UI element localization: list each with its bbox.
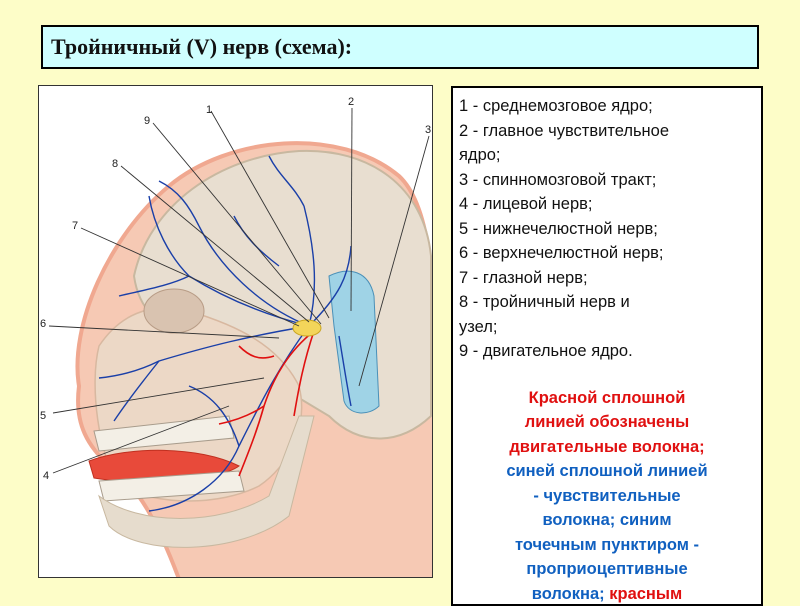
figure-label-3: 3: [425, 124, 431, 136]
legend-item: 2 - главное чувствительное: [459, 119, 755, 144]
legend-item: 4 - лицевой нерв;: [459, 192, 755, 217]
note-line: синей сплошной линией: [459, 459, 755, 484]
note-line: - чувствительные: [459, 484, 755, 509]
note-line: волокна; красным: [459, 582, 755, 606]
trigeminal-ganglion: [293, 320, 321, 336]
figure-label-6: 6: [40, 318, 46, 330]
figure-label-5: 5: [40, 410, 46, 422]
note-line: линией обозначены: [459, 410, 755, 435]
anatomy-figure: 1 2 3 4 5 6 7 8 9: [38, 85, 433, 578]
legend-item: 3 - спинномозговой тракт;: [459, 168, 755, 193]
note-line: двигательные волокна;: [459, 435, 755, 460]
legend-item: 9 - двигательное ядро.: [459, 339, 755, 364]
figure-label-9: 9: [144, 115, 150, 127]
title-box: Тройничный (V) нерв (схема):: [41, 25, 759, 69]
legend-box: 1 - среднемозговое ядро; 2 - главное чув…: [451, 86, 763, 606]
page-title: Тройничный (V) нерв (схема):: [51, 34, 352, 60]
figure-label-1: 1: [206, 104, 212, 116]
note-line: проприоцептивные: [459, 557, 755, 582]
legend-item: 8 - тройничный нерв и: [459, 290, 755, 315]
note-line: волокна; синим: [459, 508, 755, 533]
legend-item: 5 - нижнечелюстной нерв;: [459, 217, 755, 242]
figure-label-8: 8: [112, 158, 118, 170]
legend-item: узел;: [459, 315, 755, 340]
trigeminal-nerve-illustration: 1 2 3 4 5 6 7 8 9: [39, 86, 433, 578]
note-line: Красной сплошной: [459, 386, 755, 411]
note-line: точечным пунктиром -: [459, 533, 755, 558]
legend-item: 6 - верхнечелюстной нерв;: [459, 241, 755, 266]
fiber-color-note: Красной сплошной линией обозначены двига…: [459, 386, 755, 606]
figure-label-4: 4: [43, 470, 49, 482]
orbit: [144, 289, 204, 333]
legend-item: 1 - среднемозговое ядро;: [459, 94, 755, 119]
figure-label-7: 7: [72, 220, 78, 232]
legend-item: ядро;: [459, 143, 755, 168]
legend-item: 7 - глазной нерв;: [459, 266, 755, 291]
figure-label-2: 2: [348, 96, 354, 108]
